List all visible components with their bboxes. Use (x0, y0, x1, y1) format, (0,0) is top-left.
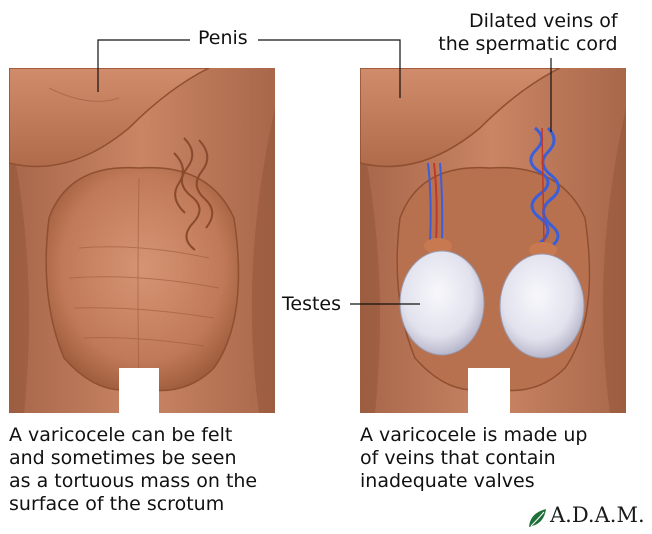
right-caption: A varicocele is made up of veins that co… (360, 424, 650, 493)
right-caption-line: inadequate valves (360, 470, 650, 493)
internal-view-illustration (360, 68, 626, 413)
external-view-illustration (9, 68, 275, 413)
leaf-icon (526, 505, 552, 531)
left-caption-line: surface of the scrotum (9, 493, 309, 516)
logo-text: A.D.A.M. (550, 503, 645, 527)
dilated-veins-label-line2: the spermatic cord (438, 33, 618, 56)
dilated-veins-label: Dilated veins of the spermatic cord (438, 10, 618, 56)
right-caption-line: A varicocele is made up (360, 424, 650, 447)
adam-logo: A.D.A.M. (526, 503, 650, 531)
right-caption-line: of veins that contain (360, 447, 650, 470)
left-caption-line: as a tortuous mass on the (9, 470, 309, 493)
penis-label: Penis (198, 27, 248, 49)
left-caption: A varicocele can be felt and sometimes b… (9, 424, 309, 516)
left-caption-line: and sometimes be seen (9, 447, 309, 470)
testes-label: Testes (282, 293, 341, 315)
dilated-veins-label-line1: Dilated veins of (438, 10, 618, 33)
left-caption-line: A varicocele can be felt (9, 424, 309, 447)
